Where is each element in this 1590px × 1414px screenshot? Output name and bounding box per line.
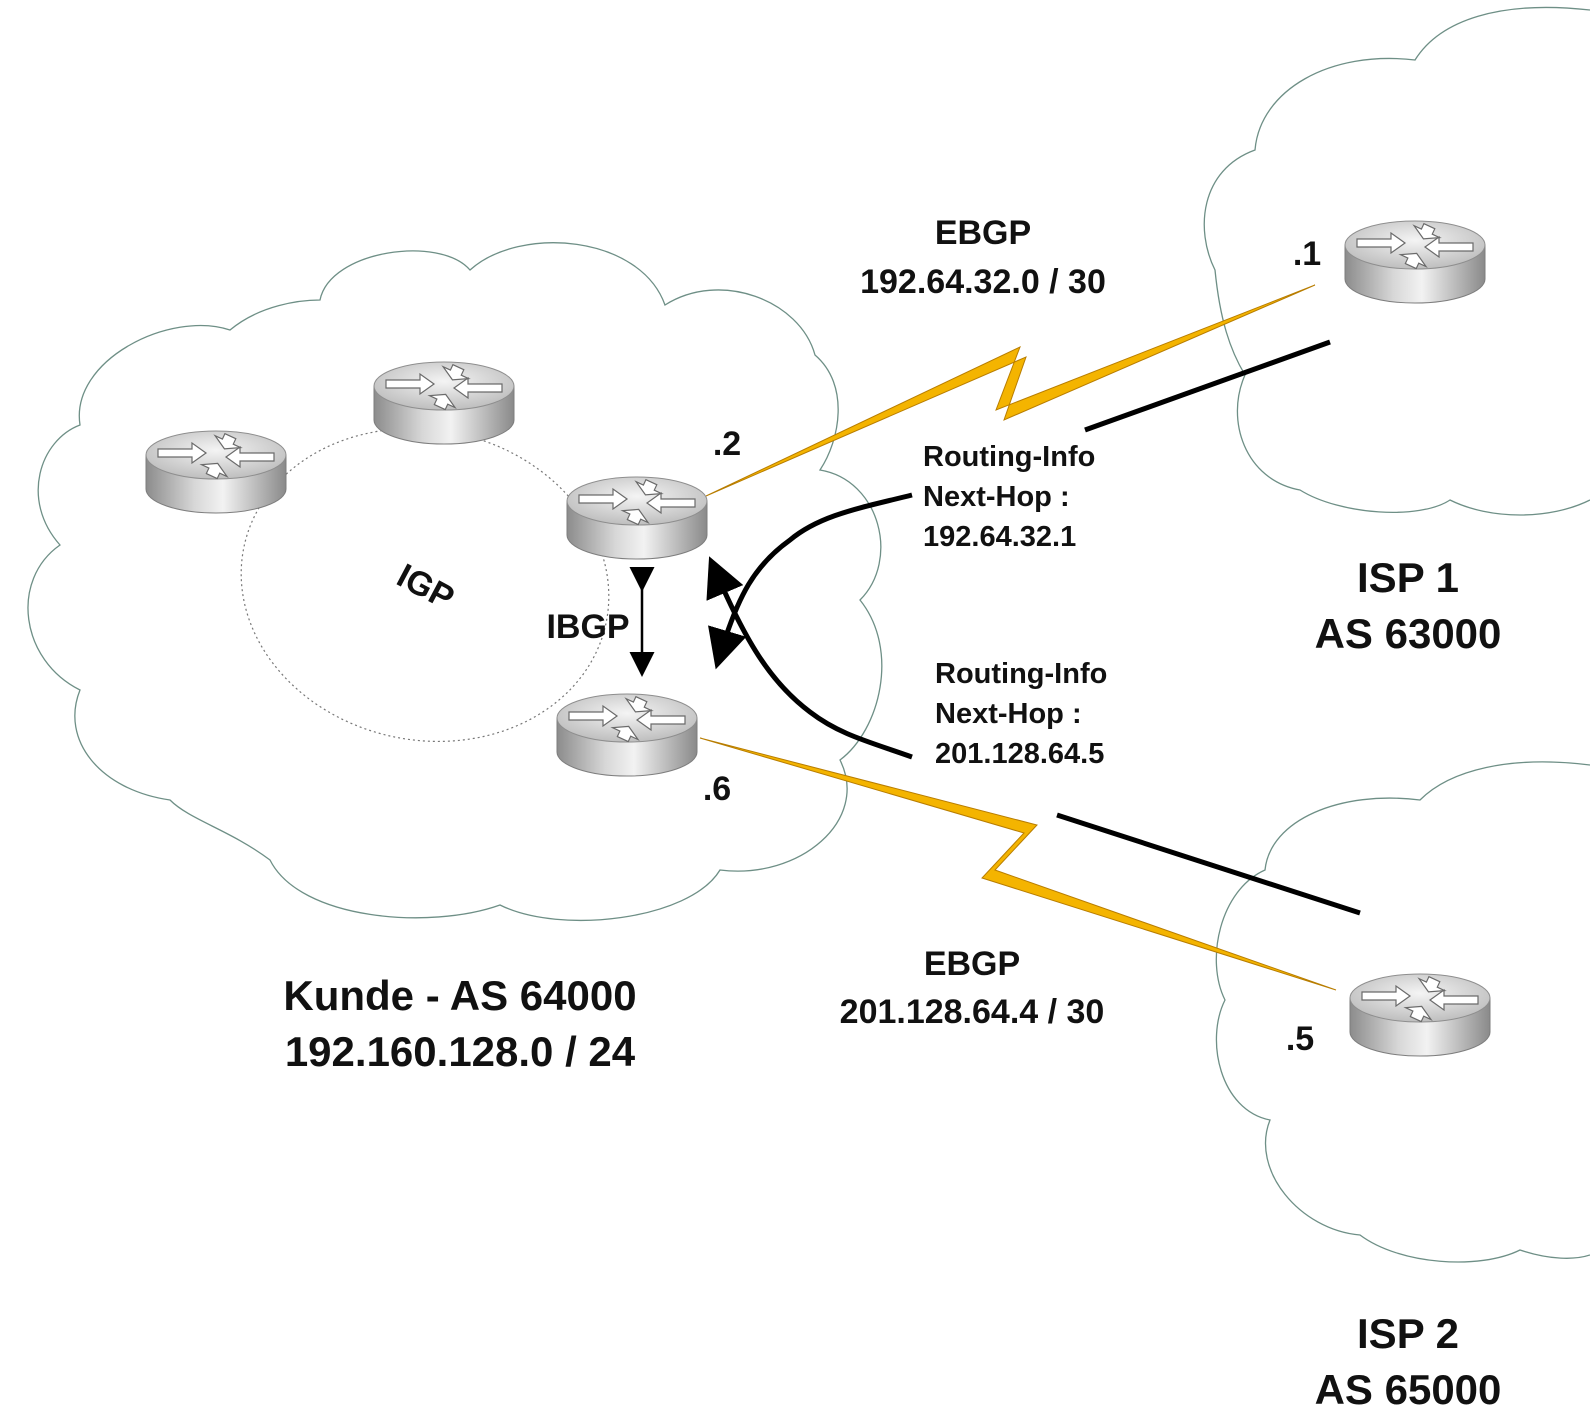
router-icon[interactable] (145, 429, 287, 514)
customer-cloud-icon (27, 242, 883, 922)
isp2-next-hop-ip: 201.128.64.5 (935, 738, 1104, 770)
isp2-as: AS 65000 (1315, 1366, 1502, 1413)
router-icon-customer-edge-2[interactable] (556, 692, 698, 777)
ibgp-label: IBGP (546, 608, 629, 646)
isp1-as: AS 63000 (1315, 610, 1502, 657)
customer-name: Kunde - AS 64000 (283, 972, 636, 1019)
igp-label: IGP (391, 557, 461, 618)
isp1-routing-info-title: Routing-Info (923, 441, 1095, 473)
router-icon-customer-edge-1[interactable] (566, 475, 708, 560)
router-icon-isp2[interactable] (1349, 972, 1491, 1057)
isp1-link-protocol: EBGP (935, 214, 1031, 252)
isp2-next-hop-label: Next-Hop : (935, 698, 1082, 730)
customer-edge-2-ip: .6 (703, 770, 731, 808)
routing-info-line-isp1 (1084, 339, 1331, 433)
serial-link-icon (699, 737, 1337, 991)
isp1-cloud-icon (1203, 6, 1590, 516)
isp1-next-hop-label: Next-Hop : (923, 481, 1070, 513)
isp1-link-subnet: 192.64.32.0 / 30 (860, 263, 1106, 301)
customer-prefix: 192.160.128.0 / 24 (285, 1028, 636, 1075)
igp-domain (240, 427, 610, 743)
isp2-routing-info-title: Routing-Info (935, 658, 1107, 690)
isp1-name: ISP 1 (1357, 554, 1459, 601)
isp2-link-protocol: EBGP (924, 945, 1020, 983)
routing-info-line-isp2 (1056, 812, 1361, 916)
router-icon-isp1[interactable] (1344, 219, 1486, 304)
serial-link-icon (705, 284, 1316, 497)
isp2-router-ip: .5 (1286, 1020, 1314, 1058)
isp2-name: ISP 2 (1357, 1310, 1459, 1357)
router-icon[interactable] (373, 360, 515, 445)
routing-info-curve-isp1 (708, 492, 913, 670)
isp1-next-hop-ip: 192.64.32.1 (923, 521, 1076, 553)
isp1-router-ip: .1 (1293, 235, 1321, 273)
customer-edge-1-ip: .2 (713, 425, 741, 463)
isp2-link-subnet: 201.128.64.4 / 30 (840, 993, 1105, 1031)
isp2-cloud-icon (1215, 761, 1590, 1263)
routing-info-curve-isp2 (706, 556, 913, 760)
